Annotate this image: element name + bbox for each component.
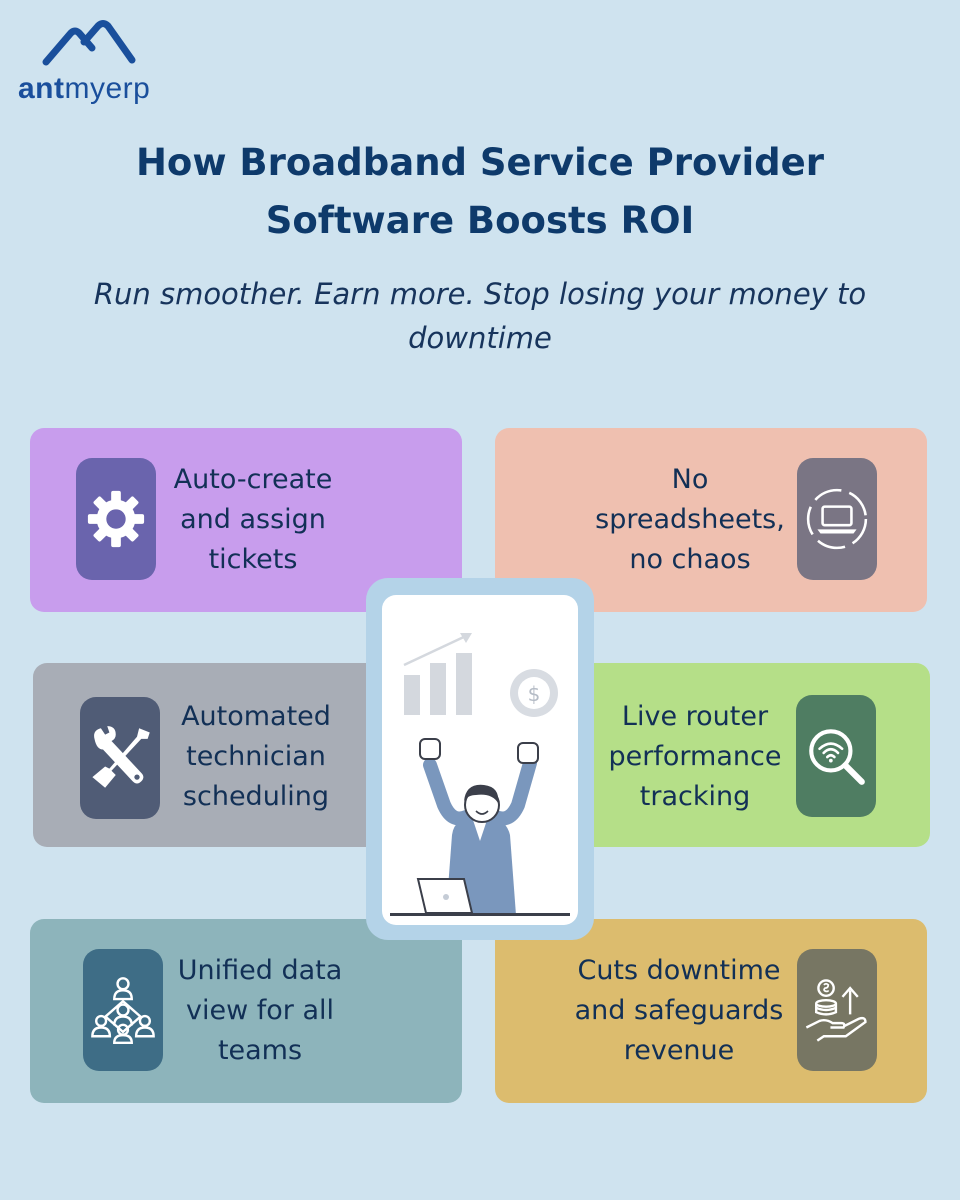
team-network-icon xyxy=(91,977,155,1045)
card-cuts-downtime: Cuts downtime and safeguards revenue xyxy=(495,919,927,1103)
bar-chart-icon xyxy=(404,675,420,715)
revenue-hand-icon xyxy=(805,979,867,1042)
laptop-icon xyxy=(806,488,868,550)
gear-icon xyxy=(87,490,145,548)
tools-icon xyxy=(92,726,150,788)
icon-tile xyxy=(76,458,156,580)
page-subtitle: Run smoother. Earn more. Stop losing you… xyxy=(60,272,900,360)
icon-tile xyxy=(796,695,876,817)
card-text: Auto-create and assign tickets xyxy=(173,464,333,575)
card-text: Cuts downtime and safeguards revenue xyxy=(574,955,784,1066)
icon-tile xyxy=(83,949,163,1071)
card-text: Live router performance tracking xyxy=(608,701,782,812)
brand-logo[interactable]: antmyerp xyxy=(18,20,158,105)
title-line-2: Software Boosts ROI xyxy=(265,199,695,242)
center-illustration: $ xyxy=(382,595,578,925)
wifi-search-icon xyxy=(809,729,865,785)
icon-tile xyxy=(80,697,160,819)
svg-text:$: $ xyxy=(528,682,541,706)
subtitle-line-2: downtime xyxy=(408,321,552,355)
celebrating-businessman-illustration: $ xyxy=(390,633,570,916)
subtitle-line-1: Run smoother. Earn more. Stop losing you… xyxy=(93,277,867,311)
card-text: No spreadsheets, no chaos xyxy=(595,464,785,575)
icon-tile xyxy=(797,949,877,1071)
roof-logo-icon xyxy=(42,20,136,66)
icon-tile xyxy=(797,458,877,580)
title-line-1: How Broadband Service Provider xyxy=(135,141,825,184)
brand-wordmark: antmyerp xyxy=(18,72,151,105)
card-auto-create-tickets: Auto-create and assign tickets xyxy=(30,428,462,612)
card-text: Unified data view for all teams xyxy=(177,955,343,1066)
card-text: Automated technician scheduling xyxy=(181,701,331,812)
dollar-coin-icon: $ xyxy=(510,669,558,717)
page-title: How Broadband Service Provider Software … xyxy=(0,134,960,250)
card-unified-data: Unified data view for all teams xyxy=(30,919,462,1103)
person-figure xyxy=(390,738,570,916)
